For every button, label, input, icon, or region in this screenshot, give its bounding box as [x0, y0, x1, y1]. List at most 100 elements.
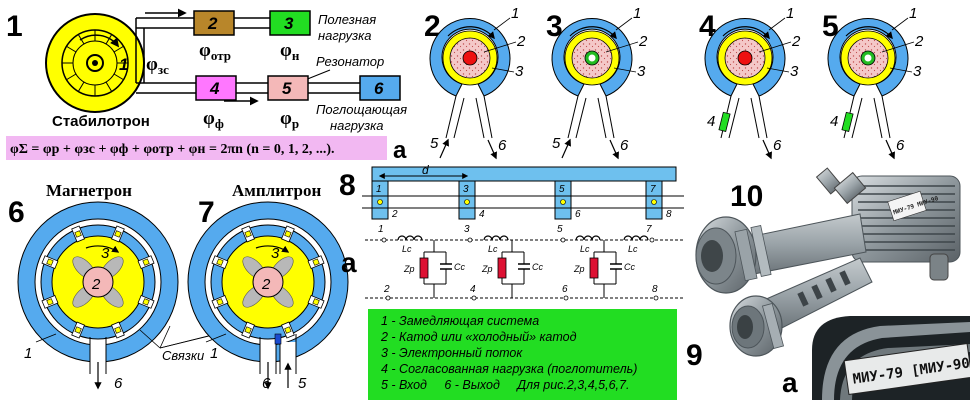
strap-marker — [244, 326, 252, 334]
absorb-line1: Поглощающая — [316, 102, 407, 117]
leg-right-outer — [881, 95, 891, 139]
circuit-bottom-label: 2 — [383, 284, 390, 295]
strap-marker — [114, 326, 122, 334]
top-node-label: 5 — [559, 184, 565, 195]
box-6-label: 6 — [374, 79, 384, 98]
output-cut — [260, 342, 276, 366]
fig6-title: Магнетрон — [46, 181, 132, 200]
circuit-top-label: 1 — [378, 224, 384, 235]
top-node-label: 3 — [463, 184, 469, 195]
fig1-block-diagram: 1 1 Стабилотрон — [6, 8, 407, 164]
tube-number: 3 — [546, 10, 563, 43]
legend-panel: 1 - Замедляющая система 2 - Катод или «х… — [368, 309, 677, 400]
legend-line5: 5 - Вход 6 - Выход Для рис.2,3,4,5,6,7. — [381, 378, 629, 392]
resonator-leader — [304, 69, 331, 81]
output-arrow — [609, 139, 619, 160]
strap-marker — [216, 298, 224, 306]
photo-device: МИУ-79 МИУ-90 — [686, 167, 970, 400]
port-right-label: 6 — [773, 137, 782, 154]
legend-line2: 2 - Катод или «холодный» катод — [380, 330, 577, 344]
slow-wave-ring — [429, 18, 511, 97]
port-left-label: 5 — [552, 135, 561, 152]
resistor-label: Zр — [481, 264, 493, 274]
leader-1 — [615, 17, 633, 31]
absorber-load — [841, 111, 854, 132]
tube-number: 5 — [822, 10, 839, 43]
strap-marker — [46, 258, 54, 266]
top-node-label: 1 — [376, 184, 382, 195]
output-arrow — [487, 139, 497, 160]
period-d: d — [422, 163, 429, 177]
leg-right-inner — [873, 97, 883, 139]
leg-left-inner — [575, 97, 587, 139]
strap-marker — [244, 230, 252, 238]
tube-number: 2 — [424, 10, 441, 43]
leg-left-inner — [728, 97, 740, 139]
phi-otr: φотр — [199, 40, 231, 63]
fig7-number: 7 — [198, 196, 215, 229]
box-5-label: 5 — [282, 79, 292, 98]
phi-n: φн — [280, 40, 300, 63]
rotation-arrow — [255, 245, 290, 253]
phase-formula: φΣ = φр + φзс + φф + φотр + φн = 2πn (n … — [10, 142, 335, 157]
leader-2 — [758, 41, 792, 53]
tube-label-1: 1 — [786, 5, 794, 22]
leader-1 — [493, 17, 511, 31]
port-right-label: 6 — [896, 137, 905, 154]
leg-left-inner — [453, 97, 465, 139]
useful-load-line1: Полезная — [318, 12, 376, 27]
leader-2 — [881, 41, 915, 53]
useful-load-line2: нагрузка — [318, 28, 372, 43]
strap-marker — [312, 258, 320, 266]
cathode-core — [588, 54, 596, 62]
phi-zs: φзс — [146, 54, 169, 77]
lower-flange — [729, 257, 873, 357]
cathode — [462, 50, 478, 66]
circuit-bottom-label: 6 — [562, 284, 568, 295]
top-node-label: 7 — [650, 184, 656, 195]
bottom-node-label: 6 — [575, 209, 581, 220]
electron-label: 3 — [101, 245, 110, 262]
output-arrow — [885, 139, 895, 160]
leg-right-inner — [475, 97, 485, 139]
phi-f: φф — [203, 108, 224, 131]
inductor-label: Lc — [628, 244, 638, 254]
node-dot — [651, 199, 657, 205]
port-left-label: 4 — [830, 113, 838, 130]
legend-line1: 1 - Замедляющая система — [381, 314, 539, 328]
inset-closeup: МИУ-79 [МИУ-90] — [812, 316, 970, 400]
capacitor-label: Cc — [532, 262, 543, 272]
bottom-waveguide — [135, 28, 360, 94]
cathode-label: 2 — [261, 276, 271, 293]
strap-leader — [139, 329, 161, 349]
leg-right-inner — [597, 97, 607, 139]
leader-1 — [205, 333, 227, 343]
resistor-label: Zр — [573, 264, 585, 274]
leader-3 — [766, 67, 790, 73]
box-3-label: 3 — [284, 14, 294, 33]
input-arrow — [439, 138, 449, 159]
resistor-zr — [589, 257, 599, 279]
phi-r: φр — [280, 108, 299, 131]
resonator-label: Резонатор — [316, 54, 384, 69]
strap-marker — [216, 258, 224, 266]
cathode-label: 2 — [91, 276, 101, 293]
circuit-bottom-node — [563, 295, 569, 301]
tube-label-1: 1 — [633, 5, 641, 22]
tube-label-3: 3 — [515, 63, 524, 80]
port-right-label: 6 — [498, 137, 507, 154]
tube-label-1: 1 — [909, 5, 917, 22]
photo-label-9: 9 — [686, 339, 703, 372]
tube-label-3: 3 — [790, 63, 799, 80]
legend-line3: 3 - Электронный поток — [381, 346, 523, 360]
circuit-top-node — [560, 237, 566, 243]
leg-left-outer — [445, 95, 457, 139]
box-4-label: 4 — [209, 79, 220, 98]
strap-marker — [142, 298, 150, 306]
fig8-number: 8 — [339, 169, 356, 202]
resistor-label: Zр — [403, 264, 415, 274]
top-waveguide — [135, 17, 270, 29]
